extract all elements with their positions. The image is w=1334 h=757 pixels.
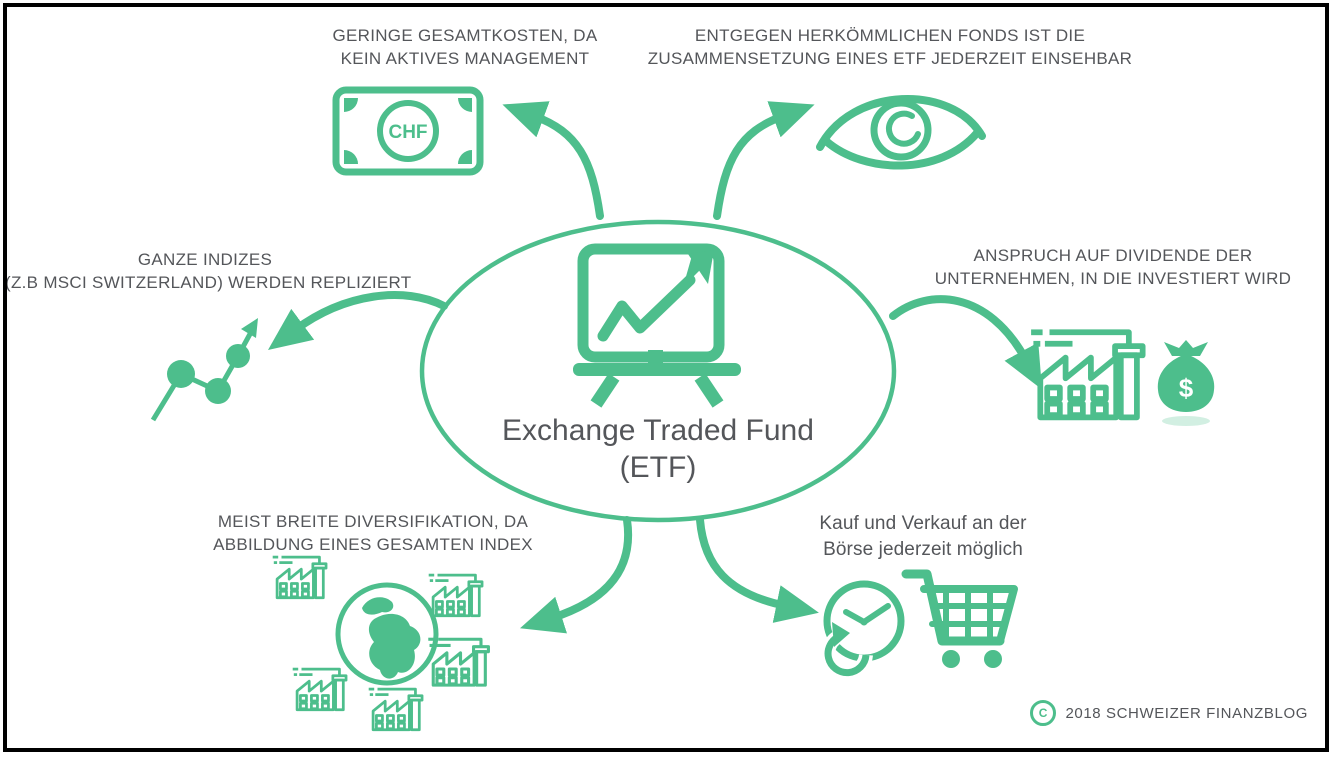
factory-icon	[271, 555, 328, 600]
center-title-line2: (ETF)	[619, 451, 697, 484]
arrow-to-diversification	[520, 516, 633, 634]
label-line: Kauf und Verkauf an der	[819, 513, 1027, 534]
label-line: UNTERNEHMEN, IN DIE INVESTIERT WIRD	[934, 269, 1292, 289]
label-line: GERINGE GESAMTKOSTEN, DA	[332, 26, 598, 45]
factory-icon	[426, 637, 490, 687]
arrow-to-costs	[502, 101, 604, 220]
copyright-icon: C	[1030, 700, 1057, 726]
label-line: (Z.B MSCI SWITZERLAND) WERDEN REPLIZIERT	[5, 273, 412, 293]
clock-shopping-cart-icon	[821, 569, 1018, 680]
globe-factories-icon	[271, 555, 490, 732]
label-line: ABBILDUNG EINES GESAMTEN INDEX	[213, 535, 533, 555]
chf-label: CHF	[388, 122, 427, 143]
presentation-chart-icon	[573, 243, 741, 408]
dollar-label: $	[1179, 373, 1194, 403]
eye-icon	[816, 95, 986, 170]
label-transparency: ENTGEGEN HERKÖMMLICHEN FONDS IST DIE ZUS…	[630, 24, 1150, 71]
factory-icon	[367, 687, 424, 732]
label-line: ENTGEGEN HERKÖMMLICHEN FONDS IST DIE	[694, 26, 1086, 45]
money-bag-icon: $	[1157, 340, 1215, 426]
connector-arrows	[267, 101, 1043, 634]
trend-line-dots-icon	[150, 318, 258, 422]
label-line: ZUSAMMENSETZUNG EINES ETF JEDERZEIT EINS…	[647, 49, 1133, 69]
center-title-line1: Exchange Traded Fund	[502, 414, 814, 447]
label-line: ANSPRUCH AUF DIVIDENDE DER	[973, 246, 1253, 265]
shopping-cart-icon	[901, 569, 1018, 668]
factory-money-bag-icon: $	[1031, 332, 1215, 426]
label-index-replication: GANZE INDIZES (Z.B MSCI SWITZERLAND) WER…	[5, 248, 412, 295]
center-title: Exchange Traded Fund (ETF)	[458, 412, 858, 486]
arrow-to-dividends	[889, 295, 1043, 390]
factory-icon	[291, 667, 348, 712]
label-dividends: ANSPRUCH AUF DIVIDENDE DER UNTERNEHMEN, …	[913, 244, 1313, 291]
chf-banknote-icon: CHF	[332, 86, 484, 176]
label-line: KEIN AKTIVES MANAGEMENT	[340, 49, 590, 69]
arrow-to-trading	[696, 516, 819, 623]
copyright-text: 2018 SCHWEIZER FINANZBLOG	[1065, 704, 1308, 722]
clock-history-icon	[821, 580, 905, 680]
arrow-to-indices	[267, 291, 448, 350]
label-line: MEIST BREITE DIVERSIFIKATION, DA	[217, 512, 529, 531]
copyright: C 2018 SCHWEIZER FINANZBLOG	[1030, 700, 1308, 726]
label-line: Börse jederzeit möglich	[823, 539, 1023, 561]
label-exchange-trading: Kauf und Verkauf an der Börse jederzeit …	[773, 511, 1073, 563]
label-diversification: MEIST BREITE DIVERSIFIKATION, DA ABBILDU…	[173, 510, 573, 557]
factory-icon	[427, 573, 484, 618]
label-low-costs: GERINGE GESAMTKOSTEN, DA KEIN AKTIVES MA…	[270, 24, 660, 71]
label-line: GANZE INDIZES	[137, 250, 273, 269]
arrow-to-transparency	[713, 101, 815, 220]
